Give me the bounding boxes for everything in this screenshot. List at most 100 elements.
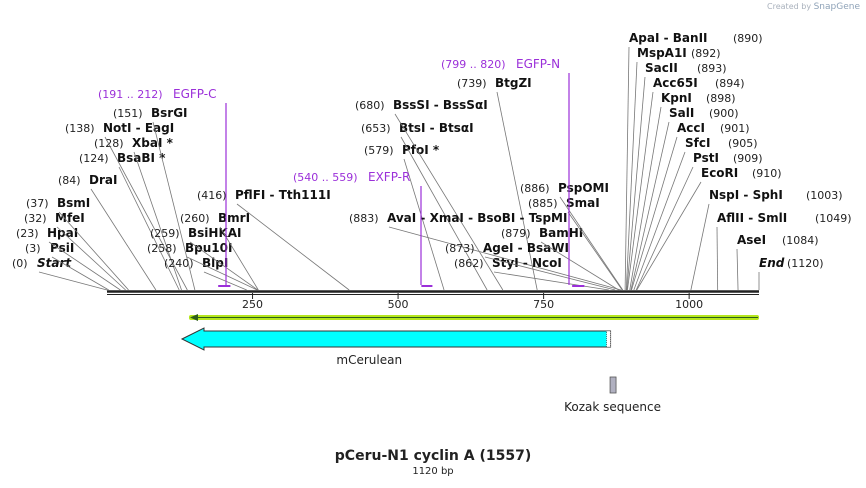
site-connector [625,61,638,291]
site-label: BtsI - BtsαI [399,121,474,135]
site-label: PflFI - Tth111I [235,188,331,202]
site-connector [394,113,504,291]
site-label: BsmI [57,196,90,210]
site-position: (3) [25,242,41,255]
site-label: SalI [669,106,694,120]
site-connector [90,188,157,291]
snapgene-logo: SnapGene [813,2,860,12]
site-label: ApaI - BanII [629,31,708,45]
site-position: (883) [349,212,379,225]
site-position: (138) [65,122,95,135]
site-connector [186,256,258,291]
site-label: AflII - SmlI [717,211,787,225]
scale-tick-label: 1000 [675,298,703,311]
site-position: (124) [79,152,109,165]
site-label: BssSI - BssSαI [393,98,488,112]
site-label: SmaI [566,196,600,210]
site-position: (84) [58,174,81,187]
site-position: (905) [728,137,758,150]
site-label: KpnI [661,91,692,105]
site-position: (1084) [782,234,819,247]
site-label: BsrGI [151,106,188,120]
site-label: StyI - NcoI [492,256,562,270]
kozak-box [609,376,617,394]
site-label: Start [37,256,72,270]
site-position: (32) [24,212,47,225]
site-position: (240) [164,257,194,270]
site-label: AccI [677,121,705,135]
site-position: (901) [720,122,750,135]
primer-range: (799 .. 820) [441,58,506,71]
site-label: SacII [645,61,678,75]
kozak-label: Kozak sequence [564,400,661,414]
site-connector [630,121,670,291]
site-connector [236,203,350,291]
site-connector [56,226,126,291]
site-connector [51,256,109,291]
site-connector [629,106,662,291]
scale-tick-label: 250 [242,298,263,311]
map-title: pCeru-N1 cyclin A (1557) [334,448,532,464]
primer-name: EGFP-N [516,57,560,71]
site-label: AseI [737,233,766,247]
site-position: (900) [709,107,739,120]
site-connector [631,136,678,291]
scale-tick-label: 750 [533,298,554,311]
site-position: (653) [361,122,391,135]
site-label: AvaI - XmaI - BsoBI - TspMI [387,211,567,225]
primer-range: (540 .. 559) [293,171,358,184]
site-connector [496,91,538,291]
site-position: (260) [180,212,210,225]
orf-track [188,314,759,321]
site-position: (0) [12,257,28,270]
primer-range: (191 .. 212) [98,88,163,101]
site-label: PspOMI [558,181,609,195]
site-position: (37) [26,197,49,210]
site-position: (151) [113,107,143,120]
site-connector [48,241,121,291]
site-label: HpaI [47,226,78,240]
site-connector [627,91,654,291]
site-connector [58,211,129,291]
site-connector [189,241,259,291]
site-label: BlpI [202,256,228,270]
site-connector [716,226,719,291]
site-position: (680) [355,99,385,112]
site-label: MspA1I [637,46,687,60]
site-connector [567,211,623,291]
site-label: Bpu10I [185,241,232,255]
site-position: (879) [501,227,531,240]
site-connector [636,181,702,291]
site-label: Acc65I [653,76,698,90]
site-label: BamHI [539,226,583,240]
site-label: BsaBI * [117,151,166,165]
site-position: (259) [150,227,180,240]
map-length: 1120 bp [412,466,454,477]
site-connector [400,136,488,291]
cds-end-cap [606,330,611,348]
site-position: (1049) [815,212,852,225]
site-position: (739) [457,77,487,90]
site-position: (894) [715,77,745,90]
orf-arrowhead [189,314,198,321]
site-label: PstI [693,151,719,165]
primers: (191 .. 212)EGFP-C(540 .. 559)EXFP-R(799… [98,57,585,287]
cds-arrow [180,327,612,351]
site-label: NotI - EagI [103,121,174,135]
site-label: BsiHKAI [188,226,242,240]
site-position: (873) [445,242,475,255]
site-connector [559,196,624,291]
site-label: BmrI [218,211,250,225]
site-label: XbaI * [132,136,174,150]
site-label: SfcI [685,136,710,150]
site-position: (910) [752,167,782,180]
site-position: (862) [454,257,484,270]
site-position: (23) [16,227,39,240]
site-position: (886) [520,182,550,195]
site-position: (885) [528,197,558,210]
credit: Created by SnapGene [767,2,860,12]
site-position: (1003) [806,189,843,202]
site-connector [403,158,445,291]
site-connector [736,248,739,291]
